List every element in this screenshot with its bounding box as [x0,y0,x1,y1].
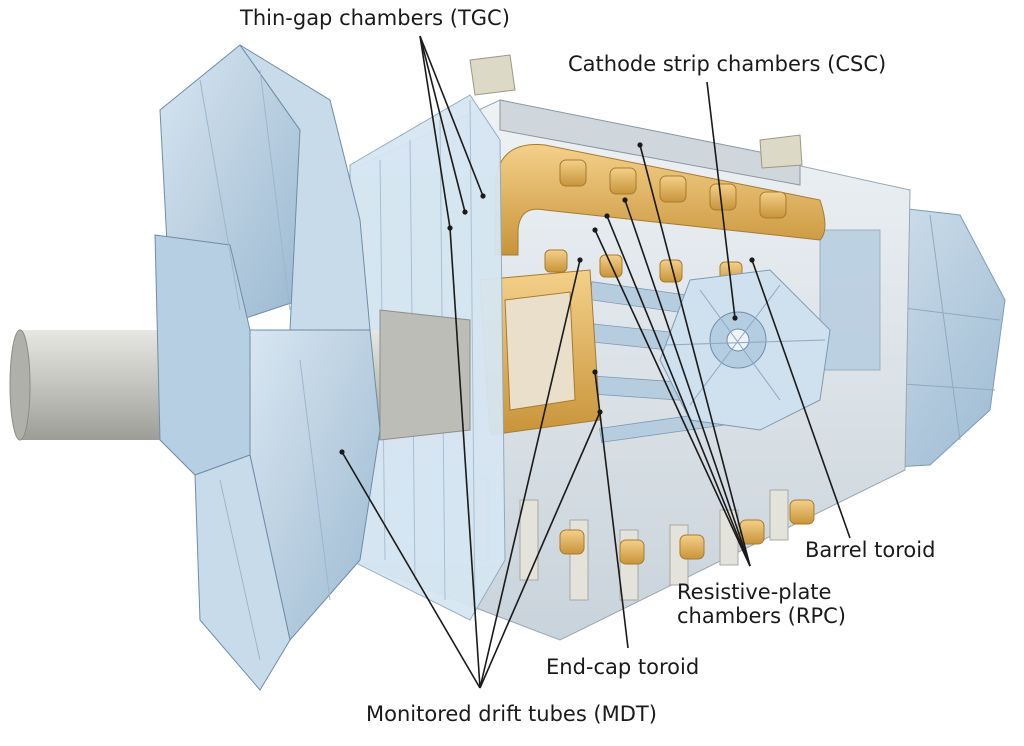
leader-dots [339,142,755,455]
mdt-leader-1 [341,451,481,689]
big-wheel [154,44,381,691]
csc-leader [706,81,736,319]
label-tgc: Thin-gap chambers (TGC) [240,6,510,30]
tgc-leader-1 [419,35,451,229]
mdt-leader-4 [479,411,601,689]
barrel-toroid-leader [751,259,851,539]
mdt-leader-3 [479,259,581,689]
label-barrel-toroid: Barrel toroid [805,538,936,562]
label-rpc-line1: Resistive-plate [677,580,832,604]
endcap-toroid [479,269,601,436]
label-rpc: Resistive-plate chambers (RPC) [677,580,846,628]
rpc-leader-4 [594,229,751,567]
rpc-leader-1 [639,144,751,567]
rpc-leader-3 [606,215,751,567]
tgc-leader-3 [419,35,484,197]
tgc-leader-2 [419,35,466,213]
label-mdt: Monitored drift tubes (MDT) [366,702,657,726]
label-endcap-toroid: End-cap toroid [546,655,700,679]
mdt-leader-2 [449,227,481,689]
leader-lines [341,35,851,689]
label-rpc-line2: chambers (RPC) [677,604,846,629]
label-csc: Cathode strip chambers (CSC) [568,52,887,76]
barrel-toroid-coils [494,144,826,565]
central-wheel [659,269,831,431]
endcap-toroid-leader [594,371,629,649]
rpc-leader-2 [624,199,751,567]
